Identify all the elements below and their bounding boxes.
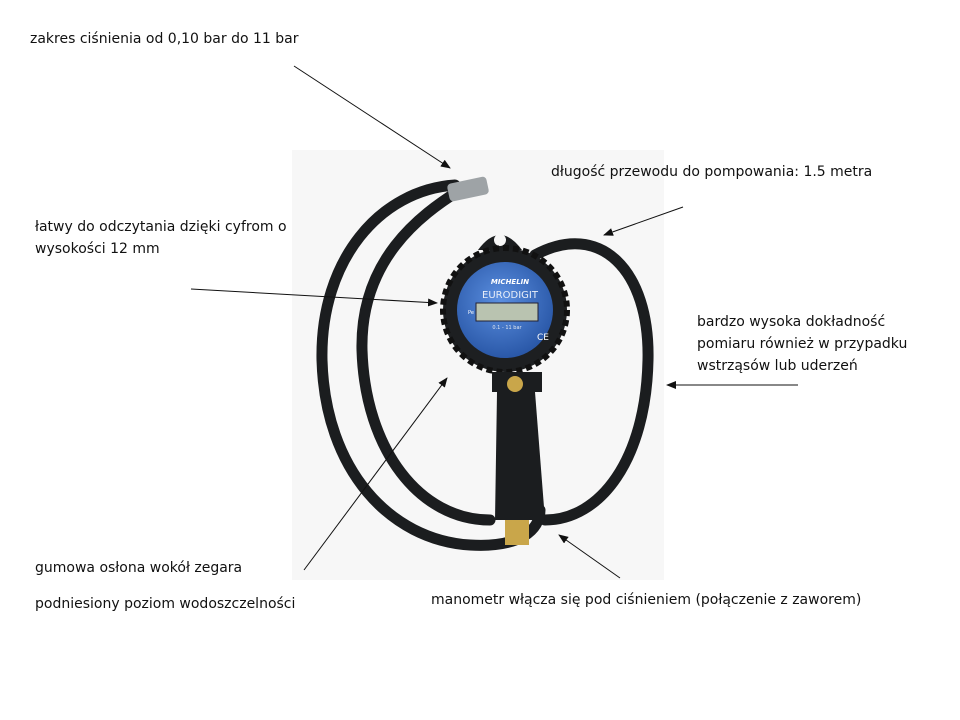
range-label: 0.1 - 11 bar	[492, 325, 522, 331]
handle	[495, 392, 545, 520]
hose	[316, 179, 654, 551]
pe-mark: Pe	[468, 310, 474, 316]
arrow-digits	[190, 288, 438, 307]
inflator-chuck	[447, 176, 489, 202]
ce-mark: CE	[537, 333, 549, 343]
gauge: MICHELIN EURODIGIT Pe 0.1 - 11 bar CE	[440, 234, 570, 545]
label-digits-2: wysokości 12 mm	[35, 241, 160, 257]
lcd-display	[475, 302, 539, 322]
label-accuracy-3: wstrząsów lub uderzeń	[697, 358, 858, 374]
label-accuracy-1: bardzo wysoka dokładność	[697, 314, 886, 330]
model-label: EURODIGIT	[482, 290, 539, 301]
label-waterproof: podniesiony poziom wodoszczelności	[35, 596, 296, 612]
label-accuracy-2: pomiaru również w przypadku	[697, 336, 908, 352]
arrow-pressure-range	[293, 65, 451, 169]
brass-connector	[505, 520, 529, 545]
label-rubber-guard: gumowa osłona wokół zegara	[35, 560, 243, 576]
label-hose-length: długość przewodu do pompowania: 1.5 metr…	[551, 164, 873, 180]
label-activation: manometr włącza się pod ciśnieniem (połą…	[431, 592, 862, 608]
valve-fitting	[507, 376, 523, 392]
brand-label: MICHELIN	[491, 278, 529, 286]
arrow-rubber-guard	[303, 377, 448, 571]
arrow-activation	[558, 534, 621, 579]
label-digits-1: łatwy do odczytania dzięki cyfrom o	[35, 219, 287, 235]
label-pressure-range: zakres ciśnienia od 0,10 bar do 11 bar	[30, 31, 299, 47]
arrow-hose-length	[603, 206, 684, 236]
